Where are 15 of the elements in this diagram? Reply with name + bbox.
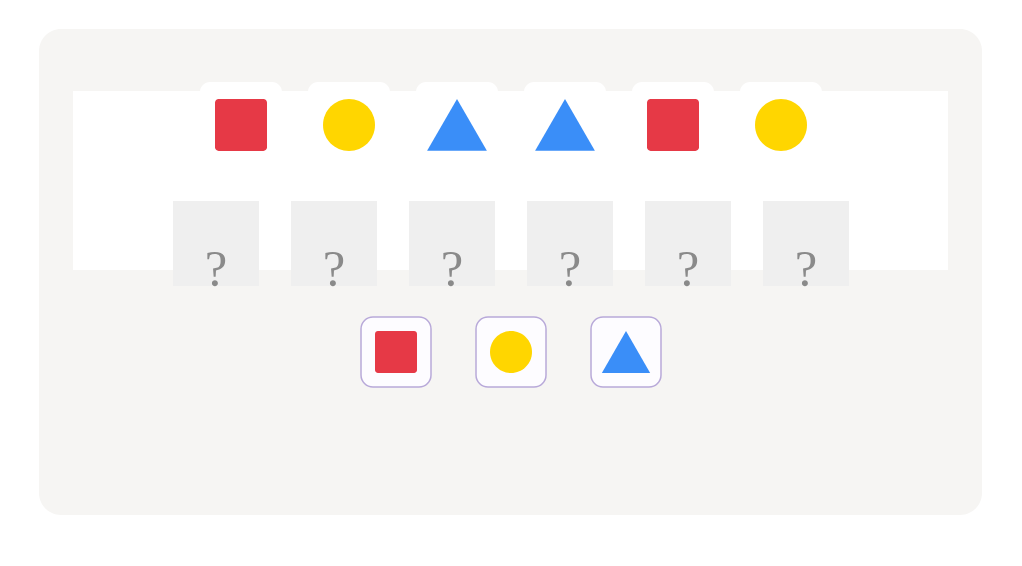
circle-shape xyxy=(490,331,532,373)
question-box: ? xyxy=(291,201,377,287)
question-box: ? xyxy=(173,201,259,287)
circle-shape xyxy=(755,99,807,151)
question-box: ? xyxy=(527,201,613,287)
triangle-shape xyxy=(535,99,595,151)
question-box: ? xyxy=(645,201,731,287)
square-shape xyxy=(647,99,699,151)
question-box: ? xyxy=(409,201,495,287)
question-box: ? xyxy=(763,201,849,287)
circle-shape xyxy=(323,99,375,151)
triangle-shape xyxy=(427,99,487,151)
triangle-shape xyxy=(601,331,651,373)
square-shape xyxy=(375,331,417,373)
square-shape xyxy=(215,99,267,151)
